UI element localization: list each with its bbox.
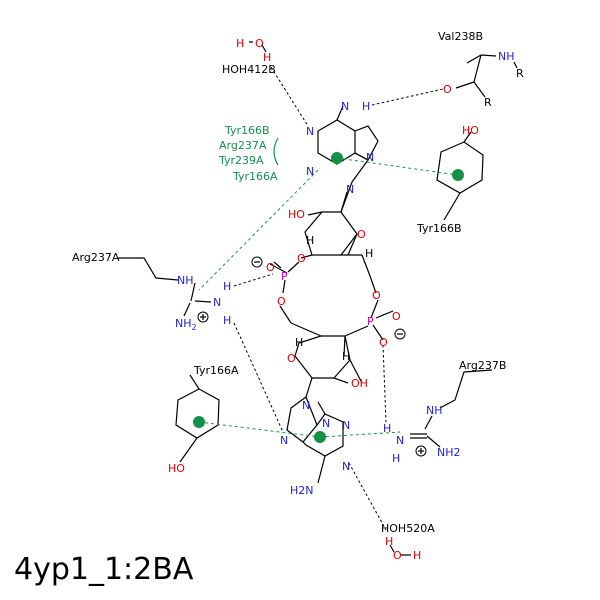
atom-h-w2b: H bbox=[413, 549, 421, 562]
atom-o-p2-double: O bbox=[392, 310, 401, 323]
atom-o-p1-ring: O bbox=[277, 295, 286, 308]
centroid-tyr166b bbox=[452, 169, 464, 181]
arg237b-bonds bbox=[410, 369, 493, 448]
atom-h-w1a: H bbox=[236, 37, 244, 50]
atom-n-lower-right: N bbox=[342, 419, 350, 432]
atom-h-amine-upper: H bbox=[362, 100, 370, 113]
atom-h-arg237b-b: H bbox=[392, 452, 400, 465]
label-arg237a: Arg237A bbox=[72, 251, 120, 264]
pi-interactions bbox=[198, 137, 459, 438]
atom-n9-upper: N bbox=[346, 183, 354, 196]
negative-charge-lower bbox=[394, 328, 406, 340]
atom-o-w1: O bbox=[255, 37, 264, 50]
atom-ho-tyr166a: HO bbox=[168, 462, 185, 475]
positive-charge-arg237a bbox=[197, 311, 209, 323]
atom-h-w1b: H bbox=[263, 51, 271, 64]
atom-h-arg237b-a: H bbox=[383, 422, 391, 435]
atom-n3-lower: N bbox=[322, 417, 330, 430]
atom-n3-upper: N bbox=[306, 165, 314, 178]
atom-o-p2-ring: O bbox=[372, 289, 381, 302]
atom-n-arg237a: N bbox=[213, 296, 221, 309]
label-r-amine: R bbox=[516, 67, 524, 80]
atom-o-p2-minus: O bbox=[379, 336, 388, 349]
upper-adenine-bonds bbox=[317, 105, 379, 183]
atom-ho-upper: HO bbox=[288, 208, 305, 221]
centroid-upper-adenine bbox=[331, 152, 343, 164]
atom-n9-lower: N bbox=[302, 399, 310, 412]
label-r-carbonyl: R bbox=[484, 96, 492, 109]
atom-nh-arg237b: NH bbox=[426, 404, 443, 417]
atom-ho-tyr166b: HO bbox=[462, 124, 479, 137]
hydrogen-bonds bbox=[233, 66, 444, 531]
atom-nh2-arg237a: NH2 bbox=[175, 317, 197, 332]
label-val238b: Val238B bbox=[438, 30, 483, 43]
water-bonds bbox=[249, 41, 411, 556]
centroid-lower-adenine bbox=[314, 431, 326, 443]
atom-oh-lower: OH bbox=[351, 377, 368, 390]
atom-o-ring-upper: O bbox=[357, 228, 366, 241]
atom-h2-upper: H bbox=[365, 247, 373, 260]
atom-o-ring-lower: O bbox=[287, 352, 296, 365]
atom-n7-lower: N bbox=[280, 434, 288, 447]
label-tyr166b: Tyr166B bbox=[416, 222, 462, 235]
tyr166a-bonds bbox=[175, 374, 220, 463]
atom-p1: P bbox=[281, 270, 288, 283]
ribose-phosphate-bonds bbox=[269, 181, 394, 341]
atom-h-lower-a: H bbox=[342, 350, 350, 363]
atom-h-arg237a-b: H bbox=[223, 314, 231, 327]
atom-h-arg237a-a: H bbox=[223, 280, 231, 293]
lower-adenine-bonds bbox=[286, 396, 344, 484]
atom-p2: P bbox=[367, 315, 374, 328]
atom-nh2-arg237b: NH2 bbox=[437, 446, 461, 459]
tyr166b-bonds bbox=[436, 131, 484, 221]
negative-charge-upper bbox=[251, 256, 263, 268]
atom-n7-upper: N bbox=[366, 151, 374, 164]
atom-n1-lower: N bbox=[342, 460, 350, 473]
pi-legend-1: Arg237A bbox=[219, 139, 267, 152]
atom-n1-upper: N bbox=[306, 125, 314, 138]
pi-legend-3: Tyr166A bbox=[232, 170, 278, 183]
atom-o-val: O bbox=[443, 83, 452, 96]
label-hoh412b: HOH412B bbox=[222, 63, 276, 76]
atom-nh-arg237a: NH bbox=[177, 274, 194, 287]
atom-nh-val: NH bbox=[498, 50, 515, 63]
pi-legend-2: Tyr239A bbox=[218, 154, 264, 167]
atom-o-w2: O bbox=[393, 549, 402, 562]
pi-legend-0: Tyr166B bbox=[224, 124, 270, 137]
atom-n-amine-upper: N bbox=[341, 100, 349, 113]
atom-h-lower-b: H bbox=[295, 336, 303, 349]
arg237a-bonds bbox=[118, 257, 212, 317]
lower-ribose-bonds bbox=[294, 335, 363, 398]
label-hoh520a: HOH520A bbox=[381, 522, 435, 535]
label-tyr166a: Tyr166A bbox=[193, 364, 239, 377]
atom-h2n-lower: H2N bbox=[290, 484, 314, 497]
atom-o-upper-link: O bbox=[297, 252, 306, 265]
atom-o-p1-double: O bbox=[266, 261, 275, 274]
atom-h-w2a: H bbox=[385, 535, 393, 548]
val238b-bonds bbox=[455, 54, 518, 98]
centroid-tyr166a bbox=[193, 416, 205, 428]
positive-charge-arg237b bbox=[415, 445, 427, 457]
atom-n-arg237b: N bbox=[396, 434, 404, 447]
page-title: 4yp1_1:2BA bbox=[14, 552, 194, 587]
charge-symbols bbox=[197, 256, 427, 457]
atom-h1-upper: H bbox=[306, 234, 314, 247]
label-arg237b: Arg237B bbox=[459, 359, 506, 372]
